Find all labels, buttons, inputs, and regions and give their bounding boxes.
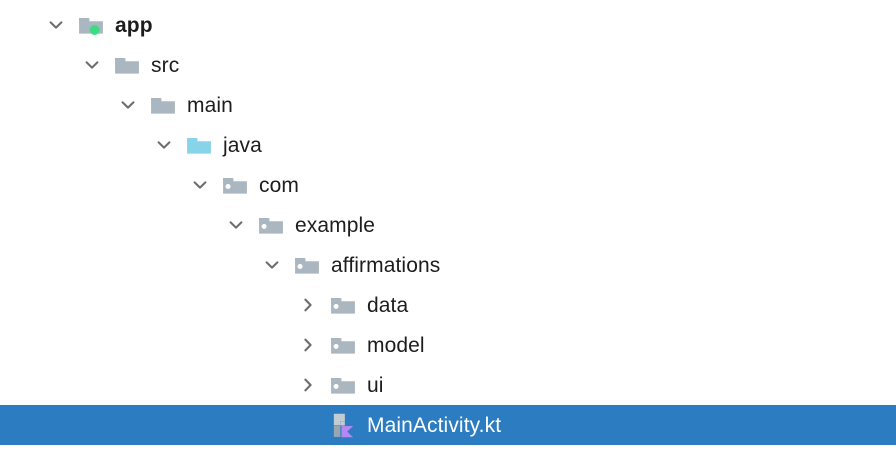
source-root-folder-icon: [185, 131, 213, 159]
chevron-down-icon[interactable]: [188, 173, 212, 197]
tree-row-app[interactable]: app: [0, 5, 896, 45]
tree-row-label: java: [223, 133, 262, 157]
chevron-right-icon[interactable]: [296, 373, 320, 397]
chevron-down-icon[interactable]: [80, 53, 104, 77]
folder-icon: [113, 51, 141, 79]
chevron-down-icon[interactable]: [260, 253, 284, 277]
package-folder-icon: [293, 251, 321, 279]
chevron-right-icon[interactable]: [296, 293, 320, 317]
tree-row-label: example: [295, 213, 376, 237]
tree-row-ui[interactable]: ui: [0, 365, 896, 405]
tree-row-label: src: [151, 53, 180, 77]
package-folder-icon: [329, 371, 357, 399]
package-folder-icon: [257, 211, 285, 239]
tree-row-label: affirmations: [331, 253, 441, 277]
chevron-down-icon[interactable]: [44, 13, 68, 37]
twisty-placeholder: [296, 413, 320, 437]
tree-row-label: ui: [367, 373, 384, 397]
chevron-down-icon[interactable]: [116, 93, 140, 117]
tree-row-affirmations[interactable]: affirmations: [0, 245, 896, 285]
tree-row-label: app: [115, 13, 153, 37]
tree-row-label: main: [187, 93, 233, 117]
tree-row-label: data: [367, 293, 409, 317]
tree-row-src[interactable]: src: [0, 45, 896, 85]
package-folder-icon: [221, 171, 249, 199]
module-folder-icon: [77, 11, 105, 39]
kotlin-file-icon: [329, 411, 357, 439]
tree-row-java[interactable]: java: [0, 125, 896, 165]
package-folder-icon: [329, 291, 357, 319]
tree-row-example[interactable]: example: [0, 205, 896, 245]
tree-row-label: MainActivity.kt: [367, 413, 502, 437]
folder-icon: [149, 91, 177, 119]
tree-row-mainactivity-kt[interactable]: MainActivity.kt: [0, 405, 896, 445]
tree-row-main[interactable]: main: [0, 85, 896, 125]
tree-row-label: com: [259, 173, 299, 197]
tree-row-data[interactable]: data: [0, 285, 896, 325]
chevron-down-icon[interactable]: [152, 133, 176, 157]
chevron-right-icon[interactable]: [296, 333, 320, 357]
package-folder-icon: [329, 331, 357, 359]
chevron-down-icon[interactable]: [224, 213, 248, 237]
tree-row-label: model: [367, 333, 425, 357]
tree-row-com[interactable]: com: [0, 165, 896, 205]
tree-row-model[interactable]: model: [0, 325, 896, 365]
